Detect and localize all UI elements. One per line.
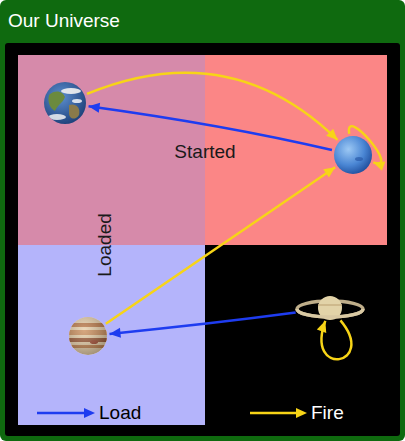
- transition-arrow: [87, 73, 338, 140]
- transition-arrow: [106, 167, 335, 324]
- planet-saturn: [295, 293, 365, 323]
- arrow-line: [89, 106, 332, 150]
- arrow-line: [87, 73, 338, 140]
- arrow-head: [317, 321, 326, 333]
- state-label: Started: [174, 141, 235, 163]
- arrow-head: [373, 161, 385, 170]
- planet-earth: [43, 81, 87, 125]
- arrow-head: [326, 129, 337, 140]
- planet-neptune: [333, 135, 373, 175]
- transition-arrow: [109, 313, 295, 338]
- earth-picture: [43, 81, 87, 125]
- title-text: Our Universe: [8, 10, 120, 32]
- saturn-picture: [295, 293, 365, 323]
- arrow-line: [349, 126, 381, 163]
- jupiter-picture: [68, 316, 108, 356]
- arrow-head: [89, 103, 101, 113]
- transition-arrow: [89, 103, 332, 150]
- legend-text: Load: [99, 402, 141, 424]
- legend-sample-fire: [250, 408, 307, 418]
- arrow-head: [323, 167, 335, 177]
- planet-jupiter: [68, 316, 108, 356]
- legend-sample-load: [37, 408, 95, 418]
- neptune-picture: [333, 135, 373, 175]
- transition-arrow: [349, 126, 385, 171]
- arrow-head: [109, 328, 120, 338]
- arrow-line: [106, 167, 335, 324]
- transition-arrow: [317, 320, 352, 359]
- legend-text: Fire: [311, 402, 344, 424]
- arrow-line: [109, 313, 295, 334]
- arrow-line: [321, 320, 351, 359]
- universe-panel: [5, 43, 400, 436]
- state-label: Loaded: [94, 213, 116, 276]
